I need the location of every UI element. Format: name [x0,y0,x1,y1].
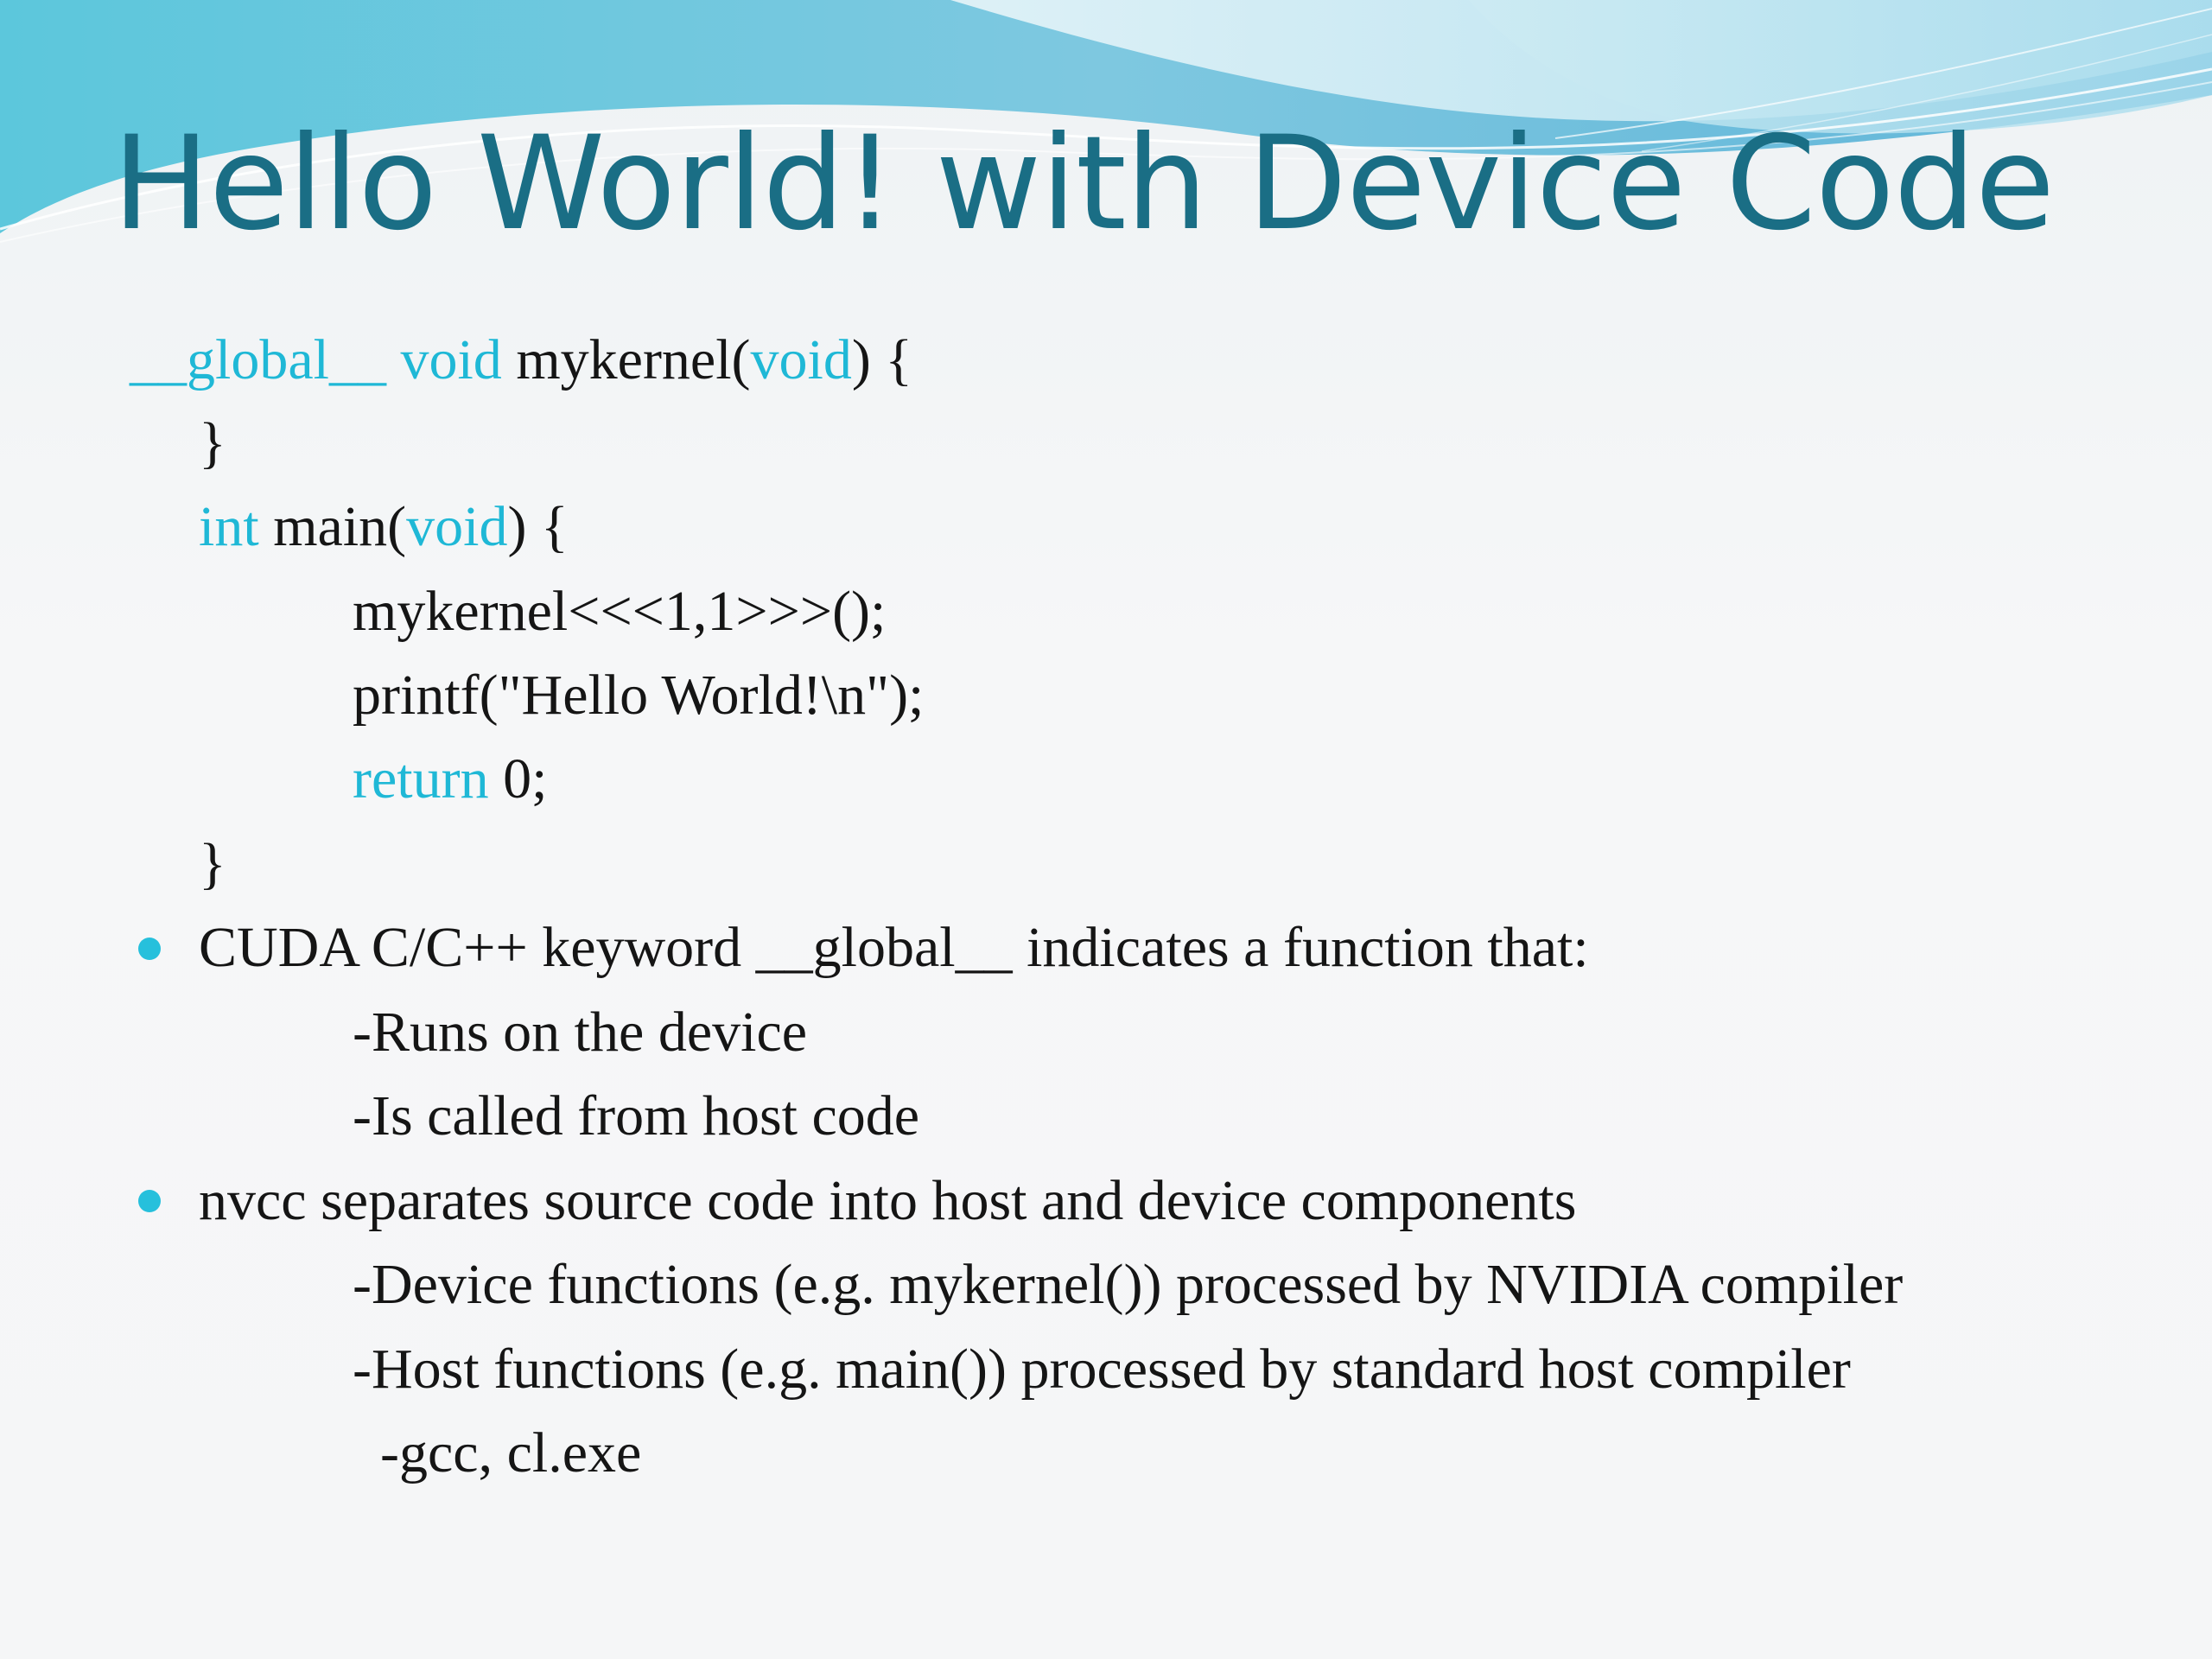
code-keyword: int [199,495,259,558]
bullet-dot [138,938,161,960]
code-line-3: int main(void) { [199,493,569,562]
bullet-2-sub-3: -gcc, cl.exe [380,1421,642,1484]
code-text: mykernel( [516,328,751,391]
code-line-5: printf("Hello World!\n"); [353,664,925,727]
bullet-2-sub-2: -Host functions (e.g. main()) processed … [353,1338,1851,1401]
bullet-text-1: CUDA C/C++ keyword __global__ indicates … [199,916,1589,979]
code-keyword: void [750,328,852,391]
code-text: ) { [507,495,569,558]
slide-title: Hello World! with Device Code [112,109,2055,259]
code-line-6: return 0; [353,745,547,814]
code-keyword: void [406,495,508,558]
code-keyword: __global__ [130,328,386,391]
code-line-2: } [199,411,226,474]
bullet-text-2: nvcc separates source code into host and… [199,1169,1577,1232]
code-line-1: __global__ void mykernel(void) { [130,326,912,395]
bullet-1-sub-1: -Runs on the device [353,1001,808,1064]
header-wave-decoration [0,0,2212,243]
bullet-dot [138,1190,161,1212]
code-keyword: return [353,747,489,810]
code-keyword: void [400,328,502,391]
bullet-1-sub-2: -Is called from host code [353,1084,920,1147]
code-line-7: } [199,832,226,895]
code-text: ) { [851,328,913,391]
bullet-2-sub-1: -Device functions (e.g. mykernel()) proc… [353,1253,1904,1316]
code-line-4: mykernel<<<1,1>>>(); [353,580,887,643]
code-text: 0; [503,747,548,810]
code-text: main( [273,495,407,558]
